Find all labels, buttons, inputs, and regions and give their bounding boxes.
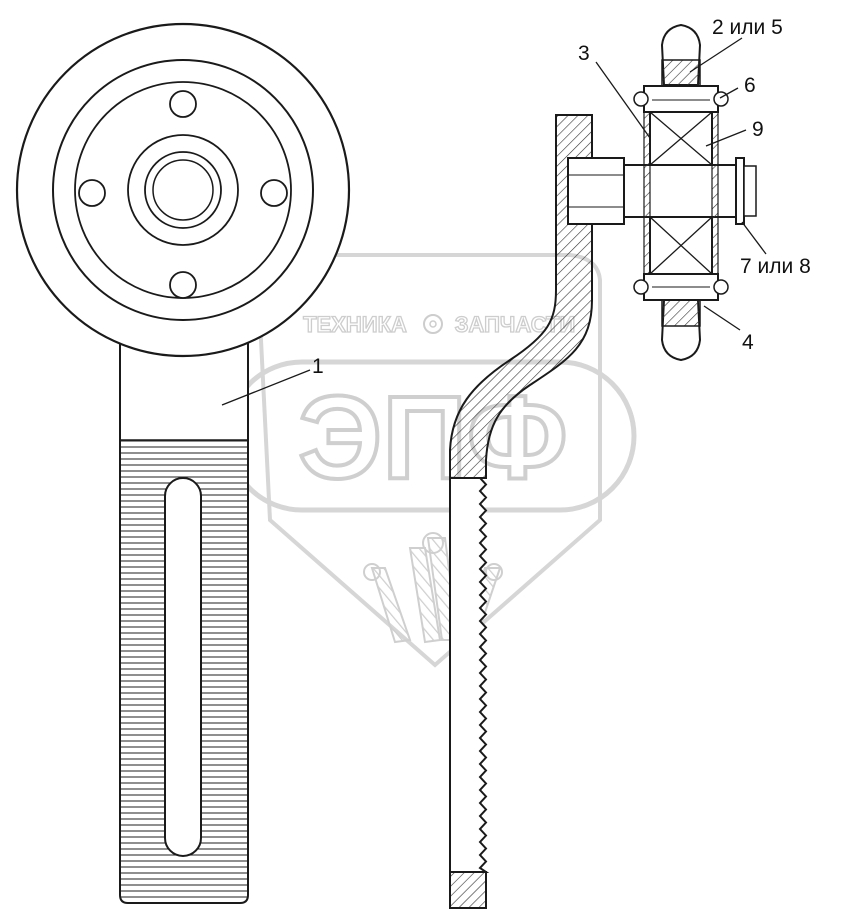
bracket-section — [449, 114, 593, 909]
callout-9: 9 — [752, 118, 764, 141]
sprocket — [633, 23, 729, 362]
toothed-strip — [449, 477, 490, 873]
callout-3: 3 — [578, 42, 590, 65]
retaining-washer — [735, 157, 745, 225]
callout-4: 4 — [742, 331, 754, 354]
leader-lines — [221, 37, 767, 406]
watermark-logo-text: ЭПФ — [298, 372, 567, 504]
watermark-tagline-left: ТЕХНИКА — [303, 312, 407, 337]
adjustment-slot — [164, 477, 202, 857]
tension-arm — [119, 335, 249, 904]
callout-6: 6 — [744, 74, 756, 97]
bearing-bottom — [649, 216, 713, 275]
bearing-top — [649, 111, 713, 166]
axle — [623, 164, 737, 218]
callout-2-or-5: 2 или 5 — [712, 16, 783, 39]
callout-1: 1 — [312, 355, 324, 378]
callout-7-or-8: 7 или 8 — [740, 255, 811, 278]
axle-assembly — [567, 157, 757, 225]
gear-icon — [423, 314, 443, 334]
pulley — [15, 22, 351, 358]
bolt-holes — [78, 90, 288, 299]
